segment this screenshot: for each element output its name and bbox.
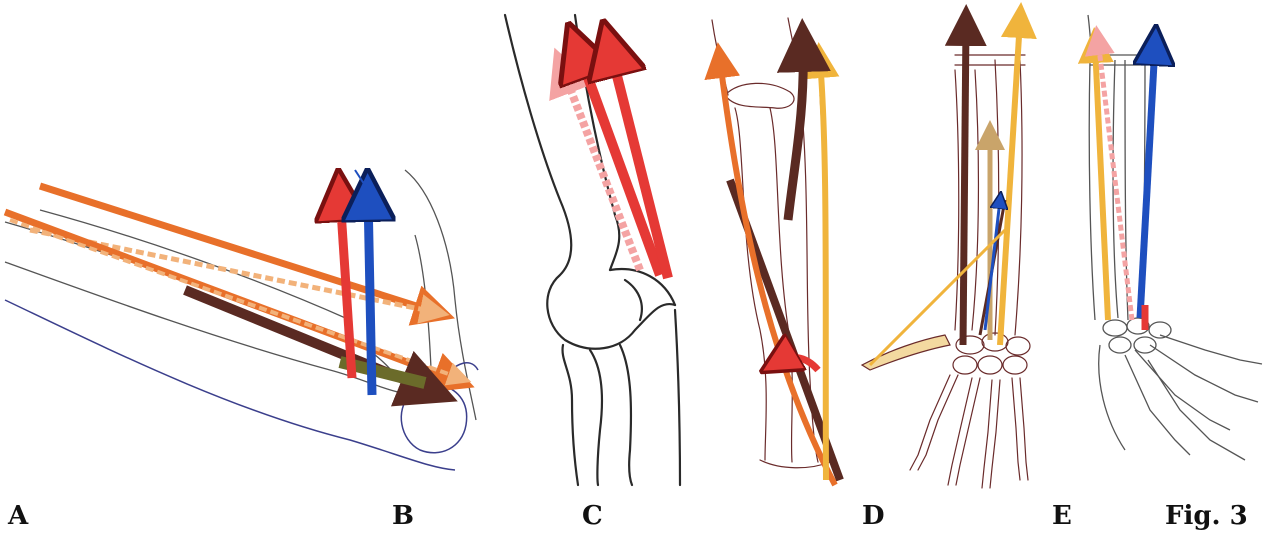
vector-brown-d2 [963,25,966,345]
vector-blue [368,195,372,395]
panel-label-b: B [392,503,414,529]
radius-shaft-right [770,108,792,462]
panel-d-hand-view [862,20,1030,488]
radius-right-d2 [972,70,978,330]
radius-left-e [1089,60,1095,320]
panel-label-e: E [1052,503,1072,529]
wrist-line [760,460,830,468]
panel-c-sagittal [505,15,680,485]
panel-a-elbow-lateral [5,170,478,470]
panel-label-c: C [582,503,603,529]
panel-d-forearm-anterior [712,18,840,485]
vector-blue-e [1140,45,1155,318]
radius-head [725,83,794,108]
radius-left-d2 [955,70,959,330]
forearm-posterior-contour [563,345,578,485]
forearm-anterior-contour [675,310,680,485]
thumb [862,335,950,370]
vector-amber-d2 [1000,20,1020,345]
panel-e-hand-view [1088,15,1262,460]
elbow-joint-outline [401,385,466,453]
radius-contour [620,345,632,485]
humerus-e [1088,15,1092,50]
finger-bones-e [1099,335,1262,460]
finger-bones [910,375,1028,488]
ulna-left-d2 [995,60,999,335]
figure-label: Fig. 3 [1165,503,1248,529]
vector-blue-tail [355,170,368,190]
ulna-posterior [590,350,602,485]
capitulum-contour [625,280,642,320]
anterior-contour [505,15,675,349]
forearm-lower-contour [5,300,455,470]
panel-label-d: D [862,503,885,529]
vector-brown-d-curved [788,45,803,220]
panel-label-a: A [8,503,28,529]
